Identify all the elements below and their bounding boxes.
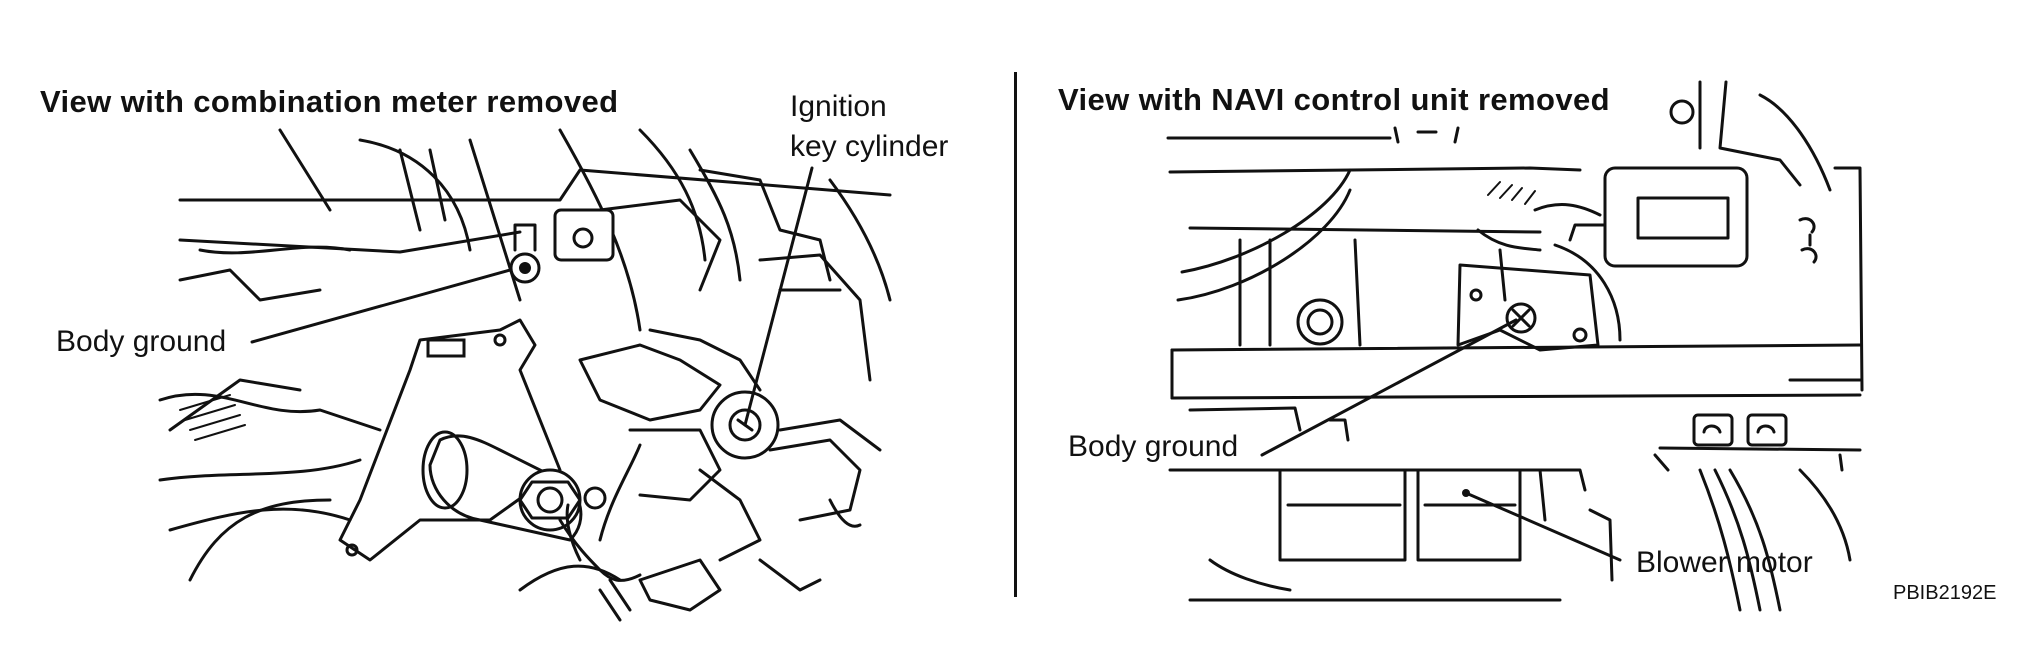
left-body-ground-leader xyxy=(250,268,512,344)
ignition-key-leader xyxy=(743,166,814,427)
blower-motor-leader xyxy=(1464,491,1622,562)
right-panel-title: View with NAVI control unit removed xyxy=(1058,82,1610,117)
right-body-ground-label: Body ground xyxy=(1068,430,1239,463)
ignition-label-line1: Ignition xyxy=(790,90,887,123)
ignition-label-line2: key cylinder xyxy=(790,130,949,163)
right-body-ground-leader xyxy=(1260,318,1518,457)
panel-divider xyxy=(1014,72,1017,597)
figure-code: PBIB2192E xyxy=(1893,582,1997,604)
blower-motor-label: Blower motor xyxy=(1636,546,1813,579)
left-dashboard-illustration xyxy=(158,128,892,622)
left-panel-title: View with combination meter removed xyxy=(40,84,619,119)
left-body-ground-label: Body ground xyxy=(56,325,227,358)
right-dashboard-illustration xyxy=(1166,80,1864,612)
